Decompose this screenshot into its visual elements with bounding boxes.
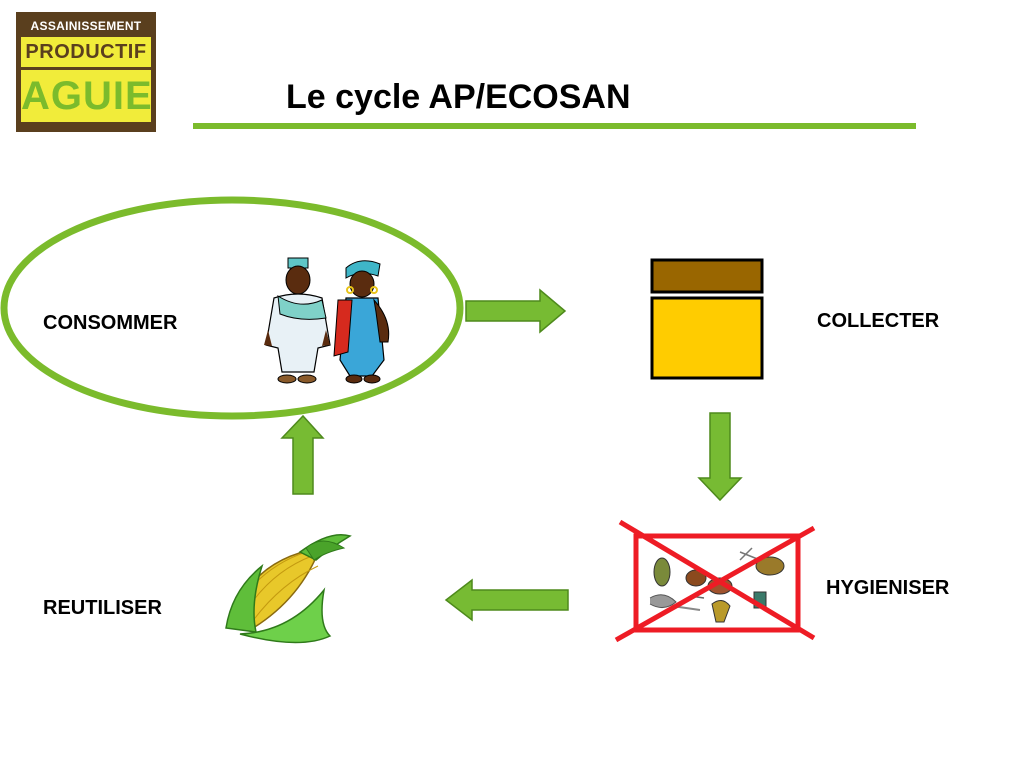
arrow-left bbox=[444, 578, 569, 622]
logo-line-2: PRODUCTIF bbox=[21, 37, 151, 67]
arrow-down bbox=[697, 412, 743, 502]
logo: ASSAINISSEMENT PRODUCTIF AGUIE bbox=[16, 12, 156, 132]
pathogens bbox=[649, 547, 785, 623]
title-underline bbox=[193, 123, 916, 129]
highlight-ellipse bbox=[0, 196, 464, 420]
container-icon bbox=[650, 258, 764, 380]
arrow-up bbox=[280, 414, 325, 495]
man-figure bbox=[264, 257, 331, 384]
label-collecter: COLLECTER bbox=[817, 310, 940, 332]
crossed-pathogens-icon bbox=[614, 519, 816, 643]
page-title: Le cycle AP/ECOSAN bbox=[286, 78, 631, 116]
label-hygieniser: HYGIENISER bbox=[826, 577, 950, 599]
label-consommer: CONSOMMER bbox=[43, 312, 178, 334]
people-icon bbox=[264, 257, 390, 384]
logo-line-3: AGUIE bbox=[21, 70, 152, 122]
label-reutiliser: REUTILISER bbox=[43, 597, 162, 619]
woman-figure bbox=[333, 260, 390, 384]
arrow-right bbox=[465, 288, 567, 334]
logo-line-1: ASSAINISSEMENT bbox=[30, 19, 142, 33]
corn-icon bbox=[225, 534, 352, 644]
